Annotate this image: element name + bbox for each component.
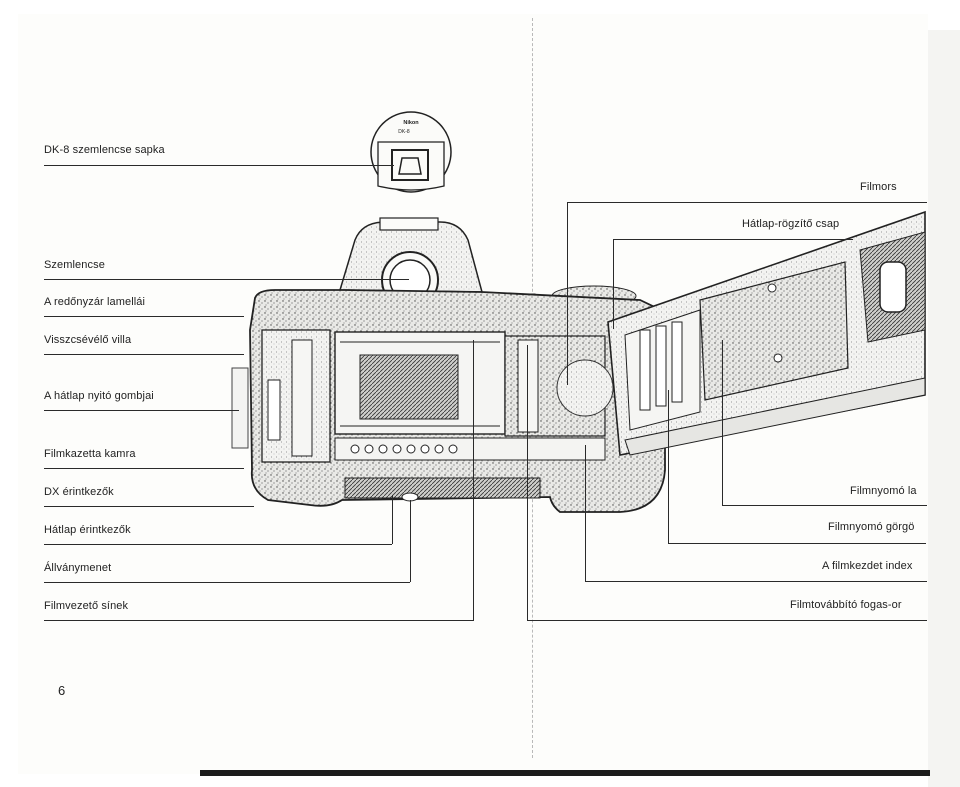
- leader-line: [392, 495, 393, 544]
- leader-line: [613, 239, 614, 329]
- leader-line: [527, 620, 927, 621]
- label-eyepiece-cap: DK-8 szemlencse sapka: [44, 144, 165, 156]
- label-cartridge-chamber: Filmkazetta kamra: [44, 448, 136, 460]
- leader-line: [585, 445, 586, 581]
- label-pressure-roller: Filmnyomó görgö: [828, 521, 915, 533]
- label-sprocket: Filmtovábbító fogas-or: [790, 599, 902, 611]
- leader-line: [44, 354, 244, 355]
- eyepiece-cap-drawing: Nikon DK-8: [370, 111, 452, 193]
- leader-line: [44, 582, 410, 583]
- label-back-lock-pin: Hátlap-rögzítő csap: [742, 218, 840, 230]
- leader-line: [567, 202, 568, 385]
- label-dx-contacts: DX érintkezők: [44, 486, 114, 498]
- leader-line: [585, 581, 927, 582]
- leader-line: [44, 410, 239, 411]
- label-film-rails: Filmvezető sínek: [44, 600, 129, 612]
- leader-line: [527, 345, 528, 620]
- label-film-leader-index: A filmkezdet index: [822, 560, 913, 572]
- leader-line: [44, 279, 409, 280]
- scan-shadow: [200, 770, 930, 776]
- label-film-spool: Filmors: [860, 181, 897, 193]
- leader-line: [44, 506, 254, 507]
- page-number: 6: [58, 683, 66, 698]
- leader-line: [668, 543, 926, 544]
- leader-line: [567, 202, 927, 203]
- leader-line: [44, 620, 474, 621]
- leader-line: [668, 390, 669, 543]
- label-back-release: A hátlap nyitó gombjai: [44, 390, 154, 402]
- leader-line: [722, 505, 927, 506]
- cap-brand-text: Nikon: [403, 120, 419, 126]
- leader-line: [44, 468, 244, 469]
- label-shutter-curtains: A redőnyzár lamellái: [44, 296, 146, 308]
- label-tripod-socket: Állványmenet: [44, 562, 112, 574]
- label-pressure-plate: Filmnyomó la: [850, 485, 917, 497]
- label-rewind-fork: Visszcsévélő villa: [44, 334, 132, 346]
- leader-line: [44, 165, 394, 166]
- cap-model-text: DK-8: [398, 129, 410, 135]
- leader-line: [44, 316, 244, 317]
- leader-line: [722, 340, 723, 505]
- leader-line: [473, 340, 474, 620]
- paper-edge: [928, 30, 960, 787]
- leader-line: [44, 544, 392, 545]
- label-eyepiece: Szemlencse: [44, 259, 105, 271]
- label-back-contacts: Hátlap érintkezők: [44, 524, 131, 536]
- leader-line: [410, 500, 411, 582]
- leader-line: [613, 239, 853, 240]
